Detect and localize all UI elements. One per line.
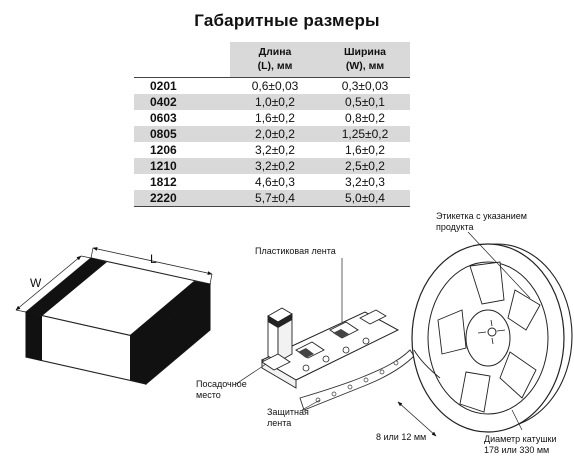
size-code: 0201 xyxy=(134,77,230,94)
length-value: 1,0±0,2 xyxy=(230,94,320,110)
seat-pocket xyxy=(261,353,291,371)
size-code: 2220 xyxy=(134,190,230,207)
width-value: 3,2±0,3 xyxy=(345,175,385,189)
chip-right-terminal-front xyxy=(130,335,146,384)
width-value: 5,0±0,4 xyxy=(320,190,410,207)
protective-tape-leader xyxy=(301,399,321,411)
width-value: 0,8±0,2 xyxy=(345,111,385,125)
chip-left-terminal-front xyxy=(26,312,42,361)
reel-diameter-leader xyxy=(511,409,523,431)
table-row: 1210 3,2±0,2 2,5±0,2 xyxy=(134,158,410,174)
sprocket-hole xyxy=(302,364,310,372)
width-value: 0,5±0,1 xyxy=(320,94,410,110)
chip-capacitor xyxy=(15,247,213,386)
chip-length-label: L xyxy=(150,252,157,266)
table-row: 1206 3,2±0,2 1,6±0,2 xyxy=(134,142,410,158)
header-width: Ширина(W), мм xyxy=(320,42,410,78)
size-code: 1210 xyxy=(134,158,230,174)
dimensions-table: Длина(L), мм Ширина(W), мм 0201 0,6±0,03… xyxy=(134,42,410,207)
length-value: 4,6±0,3 xyxy=(255,175,295,189)
length-value: 5,7±0,4 xyxy=(230,190,320,207)
seat-leader xyxy=(235,363,267,385)
size-code: 0402 xyxy=(134,94,230,110)
page-title: Габаритные размеры xyxy=(194,11,380,30)
reel-window xyxy=(437,309,467,355)
length-value: 0,6±0,03 xyxy=(230,77,320,94)
reel-rim xyxy=(427,261,549,415)
size-code: 1206 xyxy=(150,143,177,157)
length-value: 3,2±0,2 xyxy=(230,158,320,174)
width-dimension-line xyxy=(15,255,82,311)
plastic-tape-label: Пластиковая лента xyxy=(255,246,336,256)
size-code: 0603 xyxy=(150,111,177,125)
width-value: 1,6±0,2 xyxy=(345,143,385,157)
reel-label-leader xyxy=(467,231,531,299)
size-code: 1812 xyxy=(150,175,177,189)
sprocket-hole xyxy=(342,346,350,354)
reel-window xyxy=(459,371,491,413)
reel-label xyxy=(507,289,541,331)
size-code: 0805 xyxy=(134,126,230,142)
chip-right-terminal-side xyxy=(146,284,210,384)
chip-right-terminal-top xyxy=(130,281,210,339)
reel xyxy=(411,231,573,433)
length-value: 1,6±0,2 xyxy=(255,111,295,125)
length-value: 2,0±0,2 xyxy=(230,126,320,142)
tape-width-label: 8 или 12 мм xyxy=(376,432,427,442)
table-row: 0402 1,0±0,2 0,5±0,1 xyxy=(134,94,410,110)
reel-window xyxy=(499,351,537,399)
sprocket-hole xyxy=(322,355,330,363)
chip-width-label: W xyxy=(30,276,42,290)
length-value: 3,2±0,2 xyxy=(255,143,295,157)
table-row: 0805 2,0±0,2 1,25±0,2 xyxy=(134,126,410,142)
width-value: 0,3±0,03 xyxy=(320,77,410,94)
width-value: 1,25±0,2 xyxy=(320,126,410,142)
pocket-shadow xyxy=(298,348,314,358)
width-value: 2,5±0,2 xyxy=(320,158,410,174)
sprocket-hole xyxy=(362,337,370,345)
header-blank-cell xyxy=(134,42,230,78)
length-dimension-line xyxy=(92,247,213,275)
reel-window xyxy=(469,261,505,305)
table-row: 2220 5,7±0,4 5,0±0,4 xyxy=(134,190,410,207)
table-row: 0603 1,6±0,2 0,8±0,2 xyxy=(134,110,410,126)
table-header-row: Длина(L), мм Ширина(W), мм xyxy=(134,42,410,78)
carrier-tape xyxy=(235,258,437,437)
tape-width-dimension xyxy=(397,401,437,437)
header-length: Длина(L), мм xyxy=(230,42,320,78)
table-row: 1812 4,6±0,3 3,2±0,3 xyxy=(134,174,410,190)
reel-hub xyxy=(465,309,511,367)
reel-center-hole xyxy=(487,327,497,337)
table-row: 0201 0,6±0,03 0,3±0,03 xyxy=(134,77,410,94)
